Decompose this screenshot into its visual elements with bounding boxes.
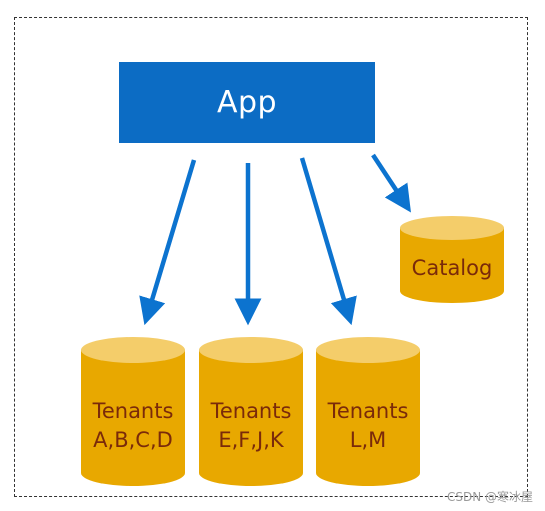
diagram-frame (14, 17, 528, 497)
app-box: App (119, 62, 375, 143)
tenants-lm-database (316, 337, 420, 486)
tenants-efjk-label: Tenants E,F,J,K (199, 397, 303, 455)
tenants-abcd-line1: Tenants (92, 399, 174, 423)
tenants-efjk-line1: Tenants (210, 399, 292, 423)
watermark-text: CSDN @寒冰屋 (446, 490, 533, 504)
arrow-app-to-tenants-abcd (139, 159, 197, 326)
tenants-lm-line2: L,M (349, 428, 387, 452)
tenants-abcd-line2: A,B,C,D (93, 428, 173, 452)
arrow-app-to-tenants-lm (299, 157, 357, 326)
arrow-app-to-catalog (371, 153, 411, 213)
app-label: App (216, 85, 278, 120)
catalog-label: Catalog (411, 256, 493, 280)
tenants-efjk-line2: E,F,J,K (218, 428, 284, 452)
tenants-abcd-database (81, 337, 185, 486)
catalog-database (400, 216, 504, 303)
tenants-efjk-database (199, 337, 303, 486)
tenants-lm-label: Tenants L,M (316, 397, 420, 455)
tenants-lm-line1: Tenants (327, 399, 409, 423)
tenants-abcd-label: Tenants A,B,C,D (81, 397, 185, 455)
